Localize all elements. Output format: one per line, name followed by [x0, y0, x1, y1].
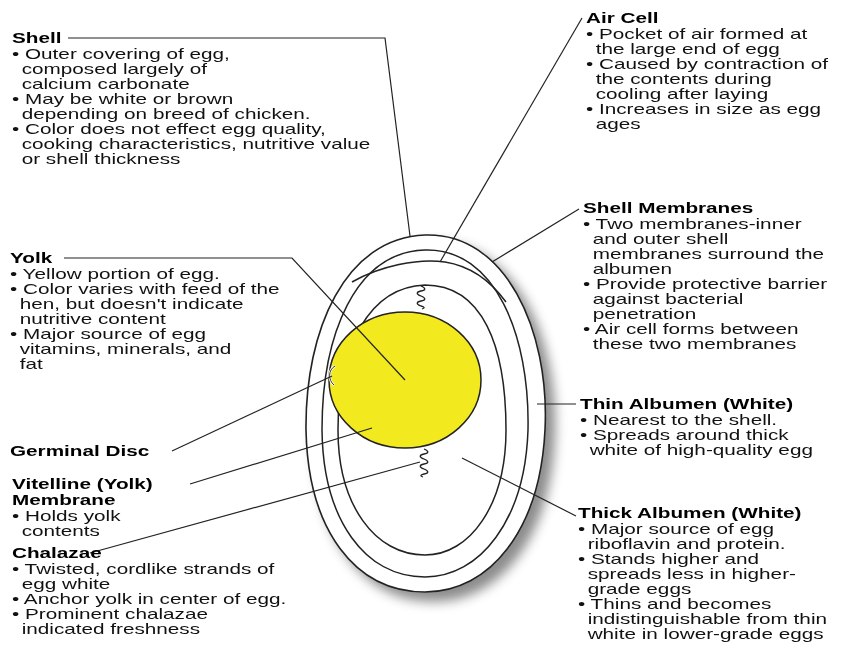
part-note: • May be white or brown depending on bre… [12, 91, 322, 121]
egg-shell [306, 235, 545, 592]
part-note: • Major source of egg vitamins, minerals… [10, 326, 252, 371]
shell-membrane [322, 250, 528, 577]
callout-group: Chalazae• Twisted, cordlike strands of e… [12, 545, 342, 636]
part-name: Air Cell [586, 10, 826, 26]
part-note: • Anchor yolk in center of egg. [12, 591, 352, 606]
callout-group: Yolk• Yellow portion of egg.• Color vari… [10, 250, 275, 371]
part-note: • Spreads around thick white of high-qua… [580, 427, 825, 457]
part-note: • Holds yolk contents [12, 508, 162, 538]
air-cell-line [352, 261, 506, 302]
part-note: • Prominent chalazae indicated freshness [12, 606, 272, 636]
part-name: Vitelline (Yolk) Membrane [12, 476, 192, 508]
part-note: • Increases in size as egg ages [586, 101, 836, 131]
part-name: Germinal Disc [10, 443, 210, 459]
leader-line [440, 18, 582, 262]
part-name: Thick Albumen (White) [578, 505, 840, 521]
part-note: • Thins and becomes indistinguishable fr… [578, 596, 833, 641]
callout-group: Shell Membranes• Two membranes-inner and… [583, 200, 838, 351]
part-name: Shell Membranes [583, 200, 838, 216]
part-note: • Twisted, cordlike strands of egg white [12, 561, 312, 591]
callout-group: Air Cell• Pocket of air formed at the la… [586, 10, 826, 131]
leader-line [190, 428, 372, 484]
part-note: • Nearest to the shell. [580, 412, 840, 427]
chalaza-top [417, 286, 425, 309]
part-name: Chalazae [12, 545, 212, 561]
germinal-disc [330, 366, 335, 385]
part-note: • Outer covering of egg, composed largel… [12, 46, 262, 91]
leader-line [462, 458, 576, 516]
part-note: • Color does not effect egg quality, coo… [12, 121, 387, 166]
part-name: Shell [12, 30, 377, 46]
part-note: • Color varies with feed of the hen, but… [10, 281, 285, 326]
callout-group: Shell• Outer covering of egg, composed l… [12, 30, 377, 166]
germinal-disc-edge [330, 366, 335, 385]
part-note: • Provide protective barrier against bac… [583, 276, 846, 321]
part-note: • Pocket of air formed at the large end … [586, 26, 836, 56]
callout-group: Vitelline (Yolk) Membrane• Holds yolk co… [12, 476, 192, 538]
part-note: • Major source of egg riboflavin and pro… [578, 521, 843, 551]
part-name: Thin Albumen (White) [580, 396, 840, 412]
part-note: • Stands higher and spreads less in high… [578, 551, 833, 596]
part-note: • Yellow portion of egg. [10, 266, 285, 281]
part-name: Yolk [10, 250, 275, 266]
part-note: • Two membranes-inner and outer shell me… [583, 216, 825, 276]
callout-group: Thick Albumen (White)• Major source of e… [578, 505, 838, 641]
chalaza-bottom [420, 449, 428, 477]
leader-line [537, 403, 576, 404]
callout-group: Germinal Disc [10, 443, 210, 459]
callout-group: Thin Albumen (White)• Nearest to the she… [580, 396, 830, 457]
part-note: • Air cell forms between these two membr… [583, 321, 846, 351]
part-note: • Caused by contraction of the contents … [586, 56, 836, 101]
leader-line [492, 209, 579, 262]
leader-line [172, 376, 332, 451]
